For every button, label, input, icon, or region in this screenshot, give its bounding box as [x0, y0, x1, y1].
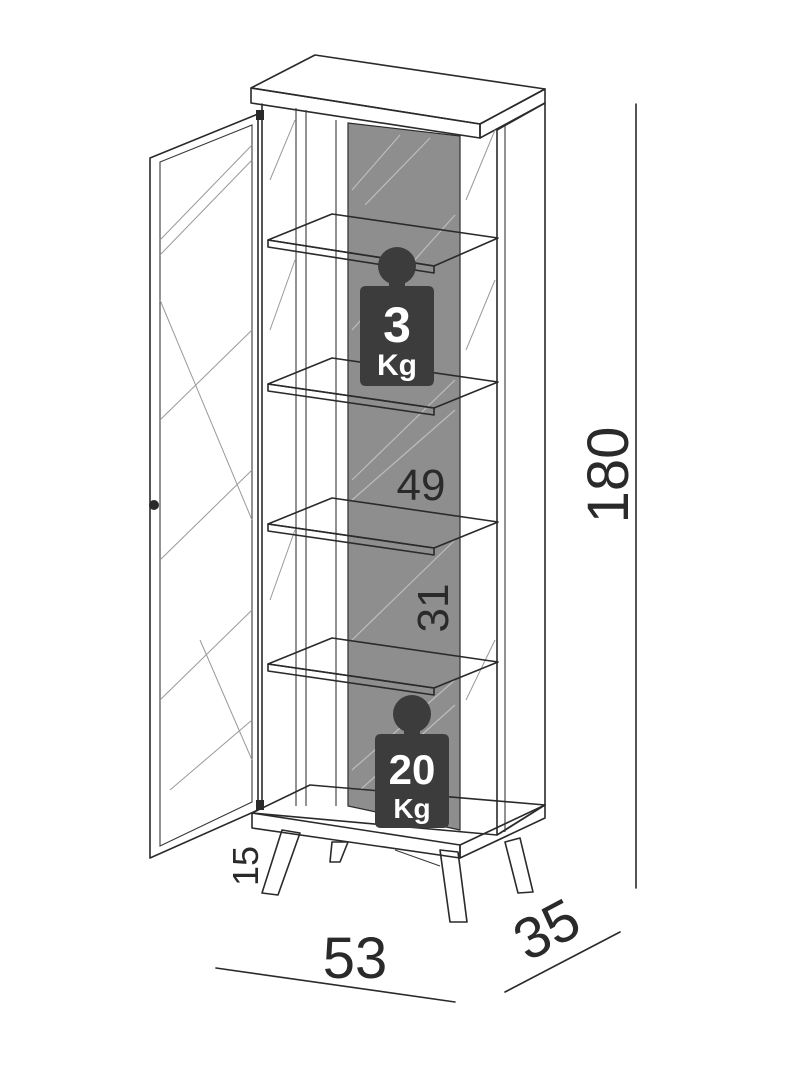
side-glass-reflections: [269, 119, 496, 701]
weight-badge-shelf: 3 Kg: [360, 247, 434, 386]
dimension-line-width: [215, 967, 456, 1003]
dimension-compartment-lower: 31: [409, 584, 458, 633]
dimension-line-depth: [504, 931, 621, 993]
knob-icon: [149, 500, 159, 510]
base-weight-value: 20: [389, 746, 436, 793]
hinge-top: [256, 110, 264, 120]
glass-shelves: [267, 213, 499, 696]
hinge-bottom: [256, 800, 264, 810]
base-weight-unit: Kg: [393, 793, 430, 824]
shelf-weight-value: 3: [383, 297, 411, 353]
bottom-board-side: [459, 804, 546, 859]
dimension-height: 180: [576, 427, 641, 524]
dimension-width: 53: [323, 926, 388, 991]
dimension-depth: 35: [503, 886, 590, 974]
dimension-compartment-upper: 49: [397, 461, 446, 510]
shelf-weight-unit: Kg: [377, 349, 417, 382]
glass-door: [149, 110, 264, 859]
legs: [261, 829, 534, 923]
dimension-leg-height: 15: [225, 846, 266, 886]
weight-badge-base: 20 Kg: [375, 695, 449, 828]
top-board-side: [479, 88, 546, 139]
